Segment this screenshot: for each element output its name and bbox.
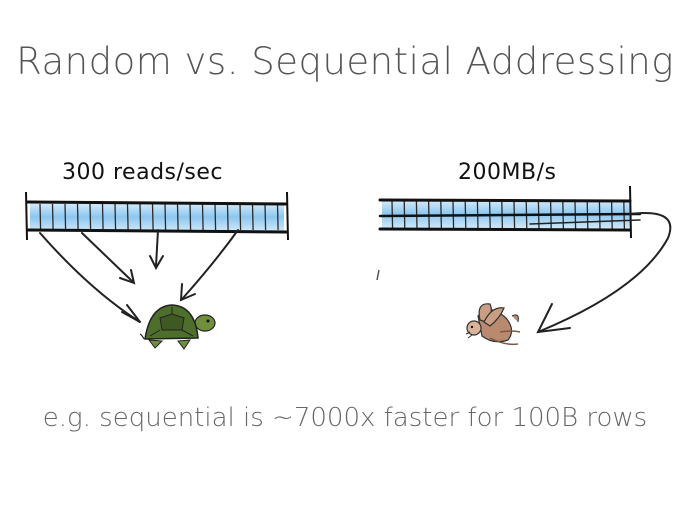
sequential-disk-bar xyxy=(376,185,642,281)
disk-sector-tick xyxy=(251,203,254,231)
disk-sector-tick xyxy=(139,203,142,231)
disk-sector-tick xyxy=(51,203,54,231)
speed-comparison-caption: e.g. sequential is ~7000x faster for 100… xyxy=(42,403,648,433)
random-access-arrows xyxy=(39,229,239,323)
disk-sector-tick xyxy=(201,203,204,231)
rabbit-icon xyxy=(465,303,521,346)
disk-sector-tick xyxy=(101,203,104,231)
disk-sector-tick xyxy=(239,203,242,231)
sequential-access-arrow xyxy=(529,212,672,334)
slide-title: Random vs. Sequential Addressing xyxy=(16,40,674,83)
random-reads-label: 300 reads/sec xyxy=(62,160,223,185)
disk-sector-tick xyxy=(276,203,279,231)
disk-sector-tick xyxy=(214,203,217,231)
disk-sector-tick xyxy=(89,203,92,231)
disk-sector-tick xyxy=(164,203,167,231)
disk-sector-tick xyxy=(264,203,267,231)
disk-sector-tick xyxy=(64,203,67,231)
disk-sector-tick xyxy=(176,203,179,231)
turtle-icon xyxy=(139,304,216,350)
disk-sector-tick xyxy=(114,203,117,231)
disk-sector-tick xyxy=(189,203,192,231)
disk-sector-tick xyxy=(39,203,42,231)
disk-sector-tick xyxy=(76,203,79,231)
disk-sector-tick xyxy=(226,203,229,231)
disk-sector-tick xyxy=(151,203,154,231)
disk-sector-tick xyxy=(126,203,129,231)
sequential-throughput-label: 200MB/s xyxy=(458,160,557,185)
